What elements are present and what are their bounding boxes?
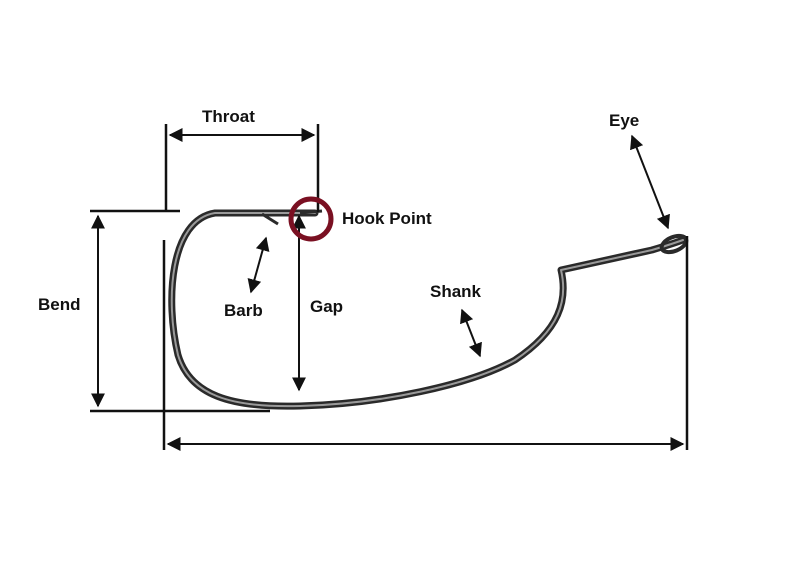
shank-arrow bbox=[460, 308, 482, 358]
barb-label: Barb bbox=[224, 301, 263, 320]
gap-label: Gap bbox=[310, 297, 343, 316]
hook-wire-highlight bbox=[170, 212, 684, 408]
eye-callout: Eye bbox=[609, 111, 670, 230]
bend-label: Bend bbox=[38, 295, 81, 314]
throat-measure: Throat bbox=[164, 107, 320, 212]
hook-point-label: Hook Point bbox=[342, 209, 432, 228]
hook-point-circle bbox=[288, 196, 334, 242]
length-measure bbox=[162, 236, 689, 451]
bend-measure: Bend bbox=[38, 209, 270, 413]
barb-callout: Barb bbox=[224, 236, 270, 320]
shank-callout: Shank bbox=[430, 282, 482, 358]
hook-point-callout: Hook Point bbox=[288, 196, 432, 242]
throat-label: Throat bbox=[202, 107, 255, 126]
eye-label: Eye bbox=[609, 111, 639, 130]
barb-arrow bbox=[247, 236, 270, 294]
gap-measure: Gap bbox=[292, 214, 343, 392]
shank-label: Shank bbox=[430, 282, 482, 301]
barb-tip bbox=[261, 212, 279, 226]
eye-arrow bbox=[630, 134, 670, 230]
